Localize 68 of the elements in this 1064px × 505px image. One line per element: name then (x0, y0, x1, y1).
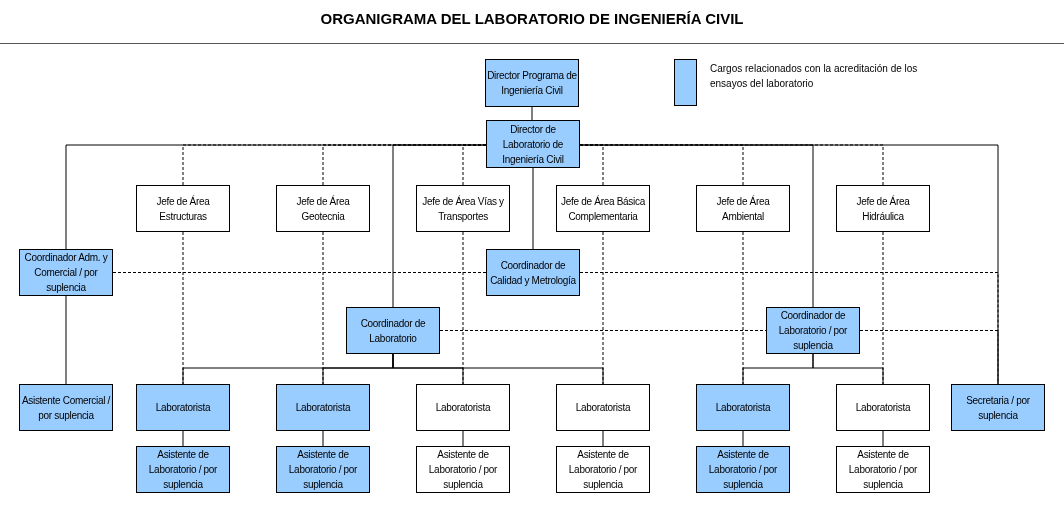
position-title: Jefe de Área Ambiental (715, 194, 771, 224)
connector-line (322, 430, 324, 447)
position-title: Coordinador de Calidad y Metrología (489, 258, 577, 288)
position-box (416, 185, 510, 232)
position-box (276, 384, 370, 431)
position-box (696, 185, 790, 232)
position-title: Director de Laboratorio de Ingeniería Civil (501, 122, 565, 167)
position-title: Jefe de Área Vías y Transportes (421, 194, 505, 224)
position-title: Laboratorista (295, 401, 351, 415)
position-title: Laboratorista (435, 401, 491, 415)
connector-line (742, 430, 744, 447)
connector-line (882, 430, 884, 447)
diagram-title: ORGANIGRAMA DEL LABORATORIO DE INGENIERÍA CIVIL (320, 9, 744, 29)
position-title: Jefe de Área Geotecnia (295, 194, 351, 224)
position-title: Laboratorista (715, 401, 771, 415)
position-title: Jefe de Área Hidráulica (855, 194, 911, 224)
position-box (486, 120, 580, 168)
position-box (836, 446, 930, 493)
position-title: Coordinador de Laboratorio / por suplencia (777, 309, 849, 353)
position-title: Asistente de Laboratorio / por suplencia (707, 448, 779, 492)
position-title: Laboratorista (575, 401, 631, 415)
position-box (696, 446, 790, 493)
position-box (556, 384, 650, 431)
position-title: Jefe de Área Básica Complementaria (560, 194, 647, 224)
position-box (416, 384, 510, 431)
position-box (136, 384, 230, 431)
position-box (556, 446, 650, 493)
position-box (766, 307, 860, 354)
connector-line (531, 106, 533, 121)
position-box (416, 446, 510, 493)
position-box (696, 384, 790, 431)
position-title: Asistente de Laboratorio / por suplencia (427, 448, 499, 492)
position-title: Asistente de Laboratorio / por suplencia (847, 448, 919, 492)
connector-line (182, 430, 184, 447)
position-title: Asistente de Laboratorio / por suplencia (567, 448, 639, 492)
position-box (19, 384, 113, 431)
connector-line (112, 272, 487, 273)
connector-line (602, 430, 604, 447)
position-box (346, 307, 440, 354)
position-title: Asistente de Laboratorio / por suplencia (147, 448, 219, 492)
position-box (951, 384, 1045, 431)
position-box (836, 185, 930, 232)
position-box (486, 249, 580, 296)
connector-line (65, 295, 67, 385)
position-title: Laboratorista (155, 401, 211, 415)
position-title: Asistente Comercial / por suplencia (20, 393, 112, 423)
legend-label: Cargos relacionados con la acreditación de los ensayos del laboratorio (710, 62, 919, 91)
position-box (136, 185, 230, 232)
position-box (836, 384, 930, 431)
connector-line (579, 272, 999, 385)
position-title: Coordinador de Laboratorio (359, 316, 427, 346)
connector-line (392, 353, 604, 385)
position-title: Laboratorista (855, 401, 911, 415)
position-box (136, 446, 230, 493)
position-box (485, 59, 579, 107)
position-title: Asistente de Laboratorio / por suplencia (287, 448, 359, 492)
position-title: Coordinador Adm. y Comercial / por suplencia (23, 251, 109, 295)
position-box (276, 185, 370, 232)
position-title: Director Programa de Ingeniería Civil (486, 69, 578, 98)
connector-line (812, 353, 884, 385)
connector-line (462, 430, 464, 447)
connector-line (462, 144, 487, 186)
position-box (556, 185, 650, 232)
position-title: Jefe de Área Estructuras (155, 194, 211, 224)
connector-line (859, 330, 999, 385)
position-title: Secretaria / por suplencia (965, 393, 1031, 423)
connector-line (532, 167, 534, 250)
position-box (276, 446, 370, 493)
